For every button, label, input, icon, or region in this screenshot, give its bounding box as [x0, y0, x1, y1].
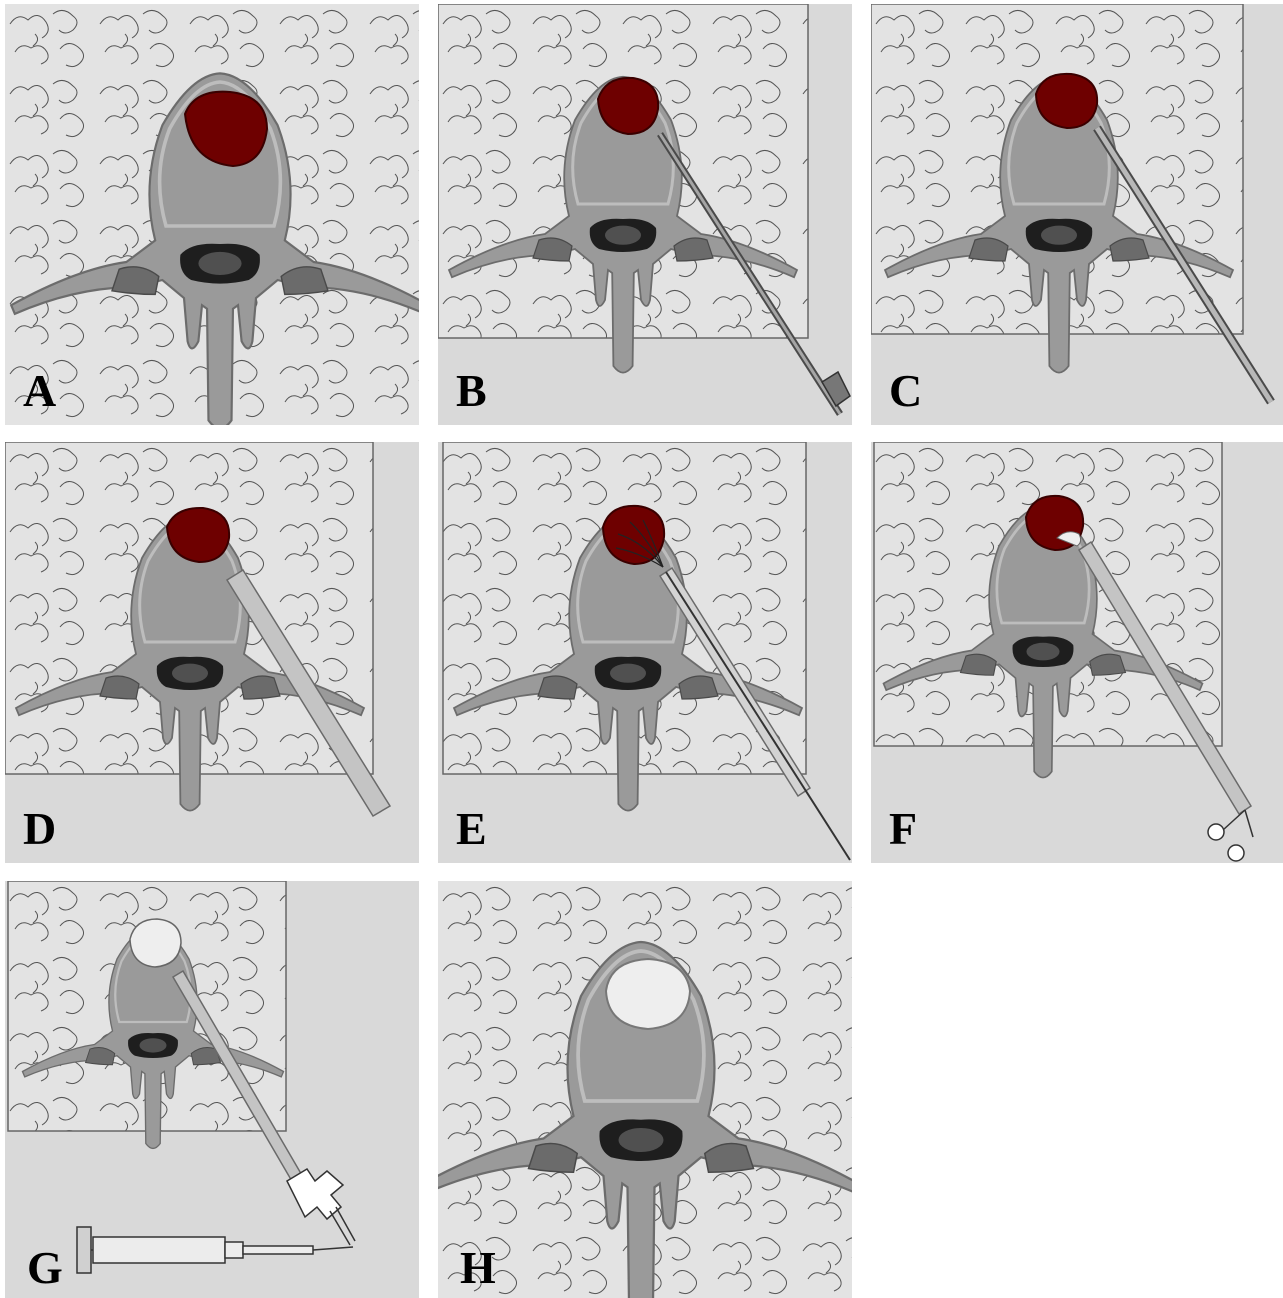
- panel-c: C: [871, 4, 1283, 425]
- panel-h-illustration: [438, 881, 852, 1298]
- tumor: [603, 506, 664, 564]
- panel-h: H: [438, 881, 852, 1298]
- tumor: [1036, 74, 1097, 128]
- panel-label: G: [27, 1245, 63, 1291]
- panel-a: A: [5, 4, 419, 425]
- panel-b: B: [438, 4, 852, 425]
- panel-g: G: [5, 881, 419, 1298]
- panel-d-illustration: [5, 442, 419, 863]
- cavity: [606, 959, 690, 1029]
- panel-b-illustration: [438, 4, 852, 425]
- panel-label: E: [456, 806, 487, 852]
- panel-f-illustration: [871, 442, 1283, 863]
- panel-d: D: [5, 442, 419, 863]
- panel-label: C: [889, 368, 922, 414]
- panel-g-illustration: [5, 881, 419, 1298]
- panel-label: F: [889, 806, 917, 852]
- panel-e: E: [438, 442, 852, 863]
- panel-label: B: [456, 368, 487, 414]
- cavity: [130, 919, 181, 967]
- panel-a-illustration: [5, 4, 419, 425]
- panel-label: H: [460, 1245, 496, 1291]
- panel-label: A: [23, 368, 56, 414]
- panel-e-illustration: [438, 442, 852, 863]
- panel-c-illustration: [871, 4, 1283, 425]
- cement-syringe: [77, 1227, 353, 1273]
- forceps-handle: [1208, 810, 1253, 861]
- panel-label: D: [23, 806, 56, 852]
- cannula-connector: [287, 1169, 355, 1245]
- panel-f: F: [871, 442, 1283, 863]
- needle-hub: [822, 372, 850, 406]
